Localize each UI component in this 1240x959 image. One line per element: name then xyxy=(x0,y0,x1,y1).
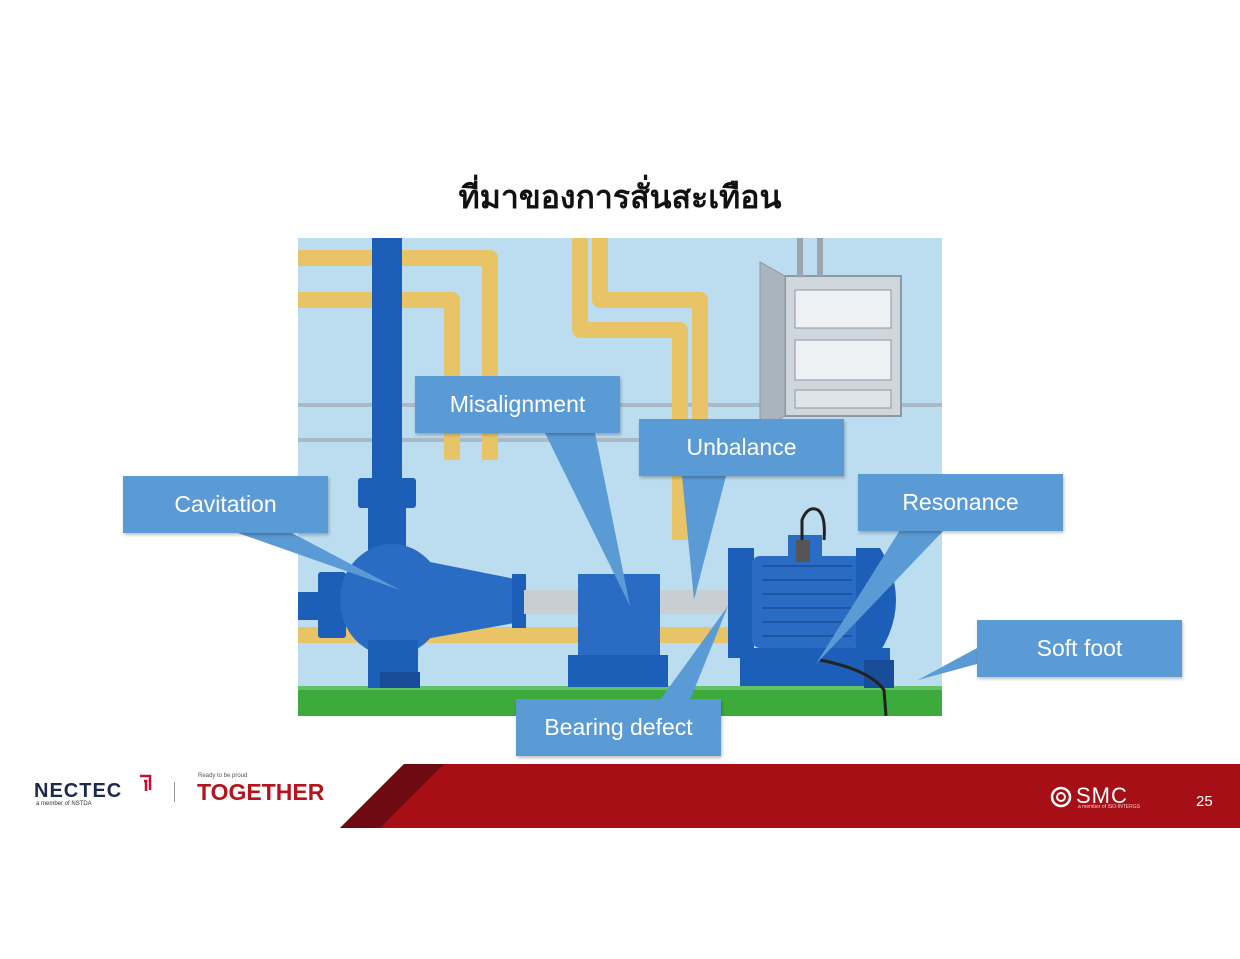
blue-inlet-pipe xyxy=(298,238,416,638)
nectec-arrow-icon xyxy=(140,774,152,791)
control-cabinet xyxy=(759,238,902,431)
callout-cavitation: Cavitation xyxy=(123,476,328,533)
smc-logo: SMC xyxy=(1076,783,1128,808)
bearing-housing xyxy=(568,574,668,687)
page-number: 25 xyxy=(1196,793,1213,810)
nectec-logo: NECTEC xyxy=(34,780,123,802)
callout-bearing-defect: Bearing defect xyxy=(516,699,721,756)
footer-band xyxy=(340,764,1240,828)
smc-tagline: a member of ISO-INTERGS xyxy=(1078,804,1140,810)
together-logo: TOGETHER xyxy=(197,779,325,805)
nectec-tagline: a member of NSTDA xyxy=(36,801,92,807)
callout-pointers xyxy=(235,433,977,700)
floor-edge xyxy=(298,686,942,690)
logo-divider xyxy=(174,782,175,802)
pump-casing xyxy=(340,544,526,688)
callout-soft-foot: Soft foot xyxy=(977,620,1182,677)
vibration-sensor xyxy=(796,507,888,717)
together-tagline: Ready to be proud xyxy=(198,773,248,779)
callout-resonance: Resonance xyxy=(858,474,1063,531)
slide-title: ที่มาของการสั่นสะเทือน xyxy=(458,178,782,216)
shafts xyxy=(524,590,738,614)
smc-ring-icon xyxy=(1050,786,1072,808)
callout-unbalance: Unbalance xyxy=(639,419,844,476)
motor xyxy=(728,535,896,688)
callout-misalignment: Misalignment xyxy=(415,376,620,433)
